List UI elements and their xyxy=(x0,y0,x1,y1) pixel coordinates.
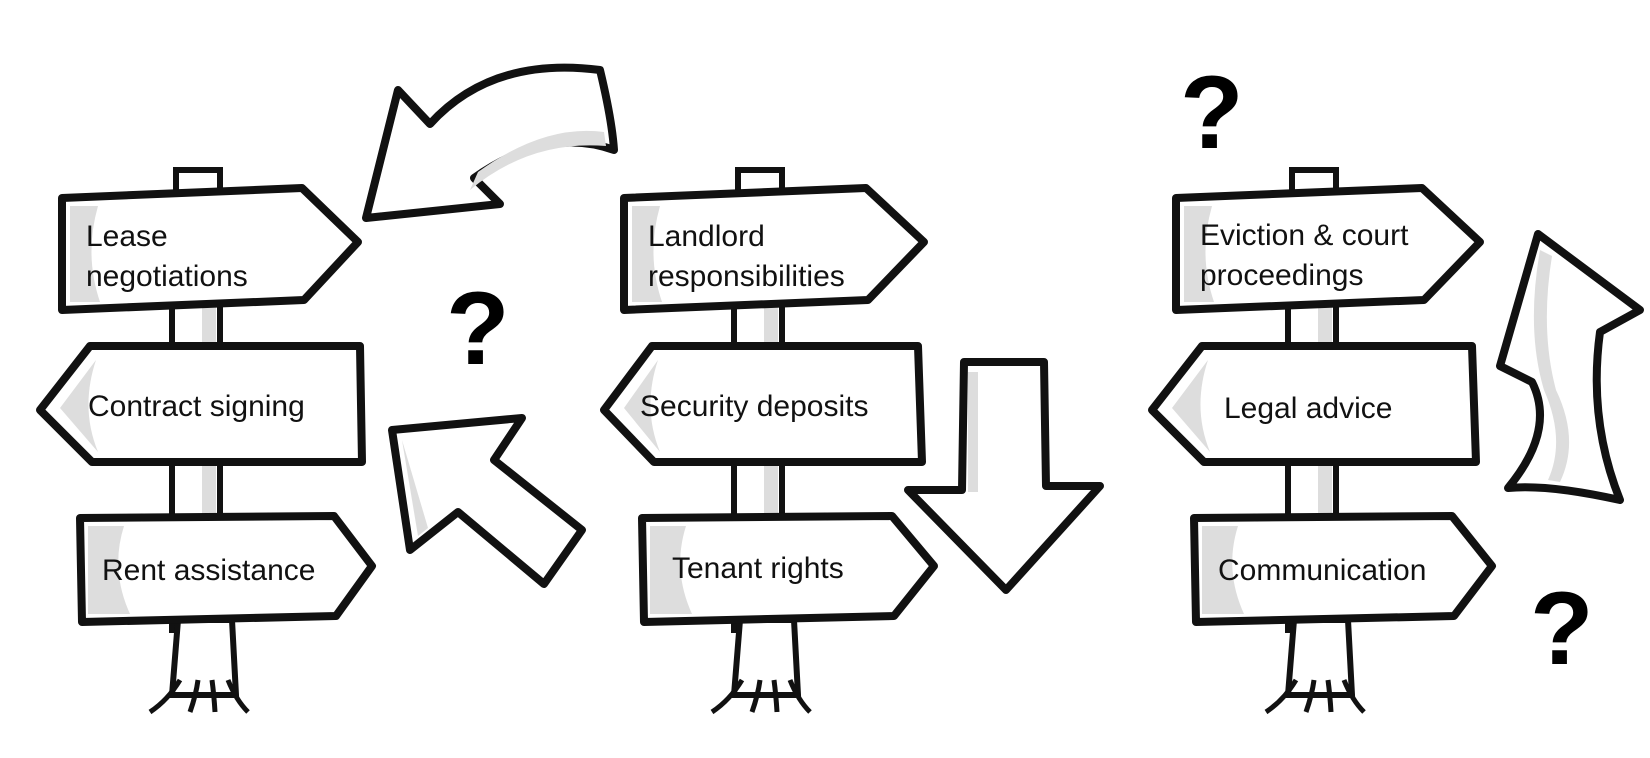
sign-lease-negotiations: Lease negotiations xyxy=(58,184,362,314)
diagonal-arrow-icon xyxy=(388,414,586,588)
signpost-2: Landlord responsibilities Security depos… xyxy=(600,167,938,715)
down-arrow-icon xyxy=(904,358,1104,594)
up-curved-arrow-icon xyxy=(1496,230,1644,504)
sign-eviction-court-proceedings: Eviction & court proceedings xyxy=(1172,184,1484,314)
signpost-3-trunk xyxy=(1284,617,1356,698)
signpost-3: Eviction & court proceedings Legal advic… xyxy=(1148,167,1496,715)
signpost-1: Lease negotiations Contract signing Rent… xyxy=(36,167,376,715)
sign-rent-assistance: Rent assistance xyxy=(76,512,376,626)
question-mark-icon: ? xyxy=(1180,55,1244,171)
sign-landlord-responsibilities: Landlord responsibilities xyxy=(620,184,928,314)
sign-tenant-rights-line-1: Tenant rights xyxy=(672,552,844,585)
signpost-2-trunk xyxy=(730,617,802,698)
sign-contract-signing: Contract signing xyxy=(36,342,366,466)
sign-eviction-court-proceedings-line-2: proceedings xyxy=(1200,259,1363,292)
question-mark-icon: ? xyxy=(446,271,510,387)
sign-communication: Communication xyxy=(1190,512,1496,626)
sign-legal-advice: Legal advice xyxy=(1148,342,1480,466)
sign-landlord-responsibilities-line-1: Landlord xyxy=(648,220,765,253)
sign-communication-line-1: Communication xyxy=(1218,554,1426,587)
curved-arrow-icon xyxy=(362,63,618,222)
sign-security-deposits: Security deposits xyxy=(600,342,926,466)
sign-landlord-responsibilities-line-2: responsibilities xyxy=(648,260,845,293)
sign-legal-advice-line-1: Legal advice xyxy=(1224,392,1392,425)
sign-rent-assistance-line-1: Rent assistance xyxy=(102,554,315,587)
sign-lease-negotiations-line-1: Lease xyxy=(86,220,168,253)
sign-contract-signing-line-1: Contract signing xyxy=(88,390,305,423)
question-mark-icon: ? xyxy=(1530,571,1594,687)
sign-security-deposits-line-1: Security deposits xyxy=(640,390,868,423)
sign-tenant-rights: Tenant rights xyxy=(638,512,938,626)
sign-lease-negotiations-line-2: negotiations xyxy=(86,260,248,293)
signpost-1-trunk xyxy=(168,617,240,698)
sign-eviction-court-proceedings-line-1: Eviction & court xyxy=(1200,219,1409,252)
